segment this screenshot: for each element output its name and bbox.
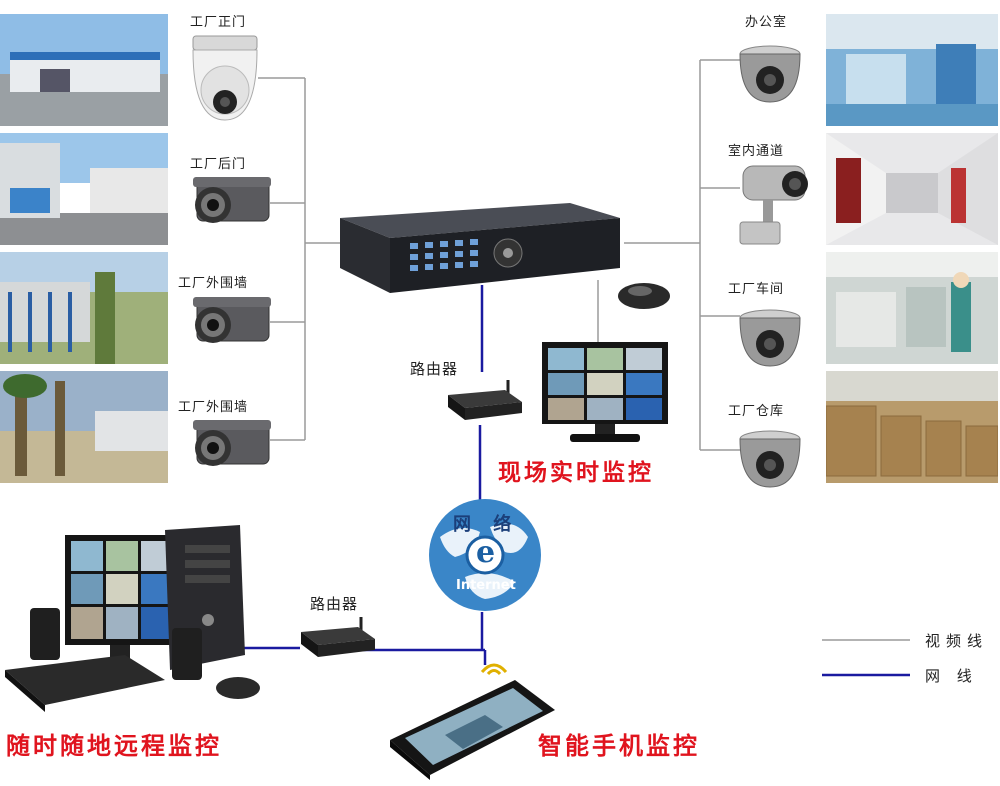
caption-remote-monitoring: 随时随地远程监控 (6, 732, 222, 760)
internet-globe-icon (429, 499, 541, 611)
legend-network-line-label: 网 线 (925, 667, 978, 685)
mouse-icon (618, 283, 670, 309)
bullet-camera-icon (739, 165, 808, 245)
legend-video-line-label: 视频线 (925, 632, 989, 650)
photo-office (826, 14, 998, 126)
photo-indoor-corridor (826, 133, 998, 245)
globe-network-text: 网 络 (453, 514, 520, 535)
smartphone-icon (390, 680, 555, 780)
bullet-camera-icon (193, 177, 271, 223)
camera-label-warehouse: 工厂仓库 (728, 404, 785, 419)
dome-camera-icon (192, 35, 258, 121)
bullet-camera-icon (193, 297, 271, 343)
monitor-icon (542, 342, 668, 442)
router-icon (301, 617, 375, 657)
router-label-bottom: 路由器 (310, 595, 359, 613)
camera-label-perimeter-2: 工厂外围墙 (178, 400, 249, 415)
photo-factory-gate (0, 14, 168, 126)
caption-mobile-monitoring: 智能手机监控 (538, 732, 700, 760)
photo-workshop (826, 252, 998, 364)
dome-camera-icon (739, 45, 801, 103)
photo-perimeter-wall-2 (0, 371, 168, 483)
router-icon (448, 380, 522, 420)
camera-label-office: 办公室 (745, 15, 788, 30)
bullet-camera-icon (193, 420, 271, 466)
caption-onsite-monitoring: 现场实时监控 (498, 460, 654, 486)
photo-warehouse (826, 371, 998, 483)
camera-label-indoor-corridor: 室内通道 (728, 144, 785, 159)
dome-camera-icon (739, 430, 801, 488)
router-label-top: 路由器 (410, 360, 459, 378)
wifi-signal-icon (480, 663, 508, 676)
dvr-recorder-icon (340, 203, 620, 293)
camera-label-back-gate: 工厂后门 (190, 157, 247, 172)
camera-label-perimeter-1: 工厂外围墙 (178, 276, 249, 291)
desktop-computer-icon (5, 525, 260, 712)
dome-camera-icon (739, 309, 801, 367)
globe-internet-label: Internet (456, 578, 516, 593)
camera-label-workshop: 工厂车间 (728, 282, 785, 297)
photo-perimeter-wall-1 (0, 252, 168, 364)
globe-letter: e (476, 535, 496, 570)
camera-label-main-gate: 工厂正门 (190, 15, 247, 30)
photo-factory-back-gate (0, 133, 168, 245)
